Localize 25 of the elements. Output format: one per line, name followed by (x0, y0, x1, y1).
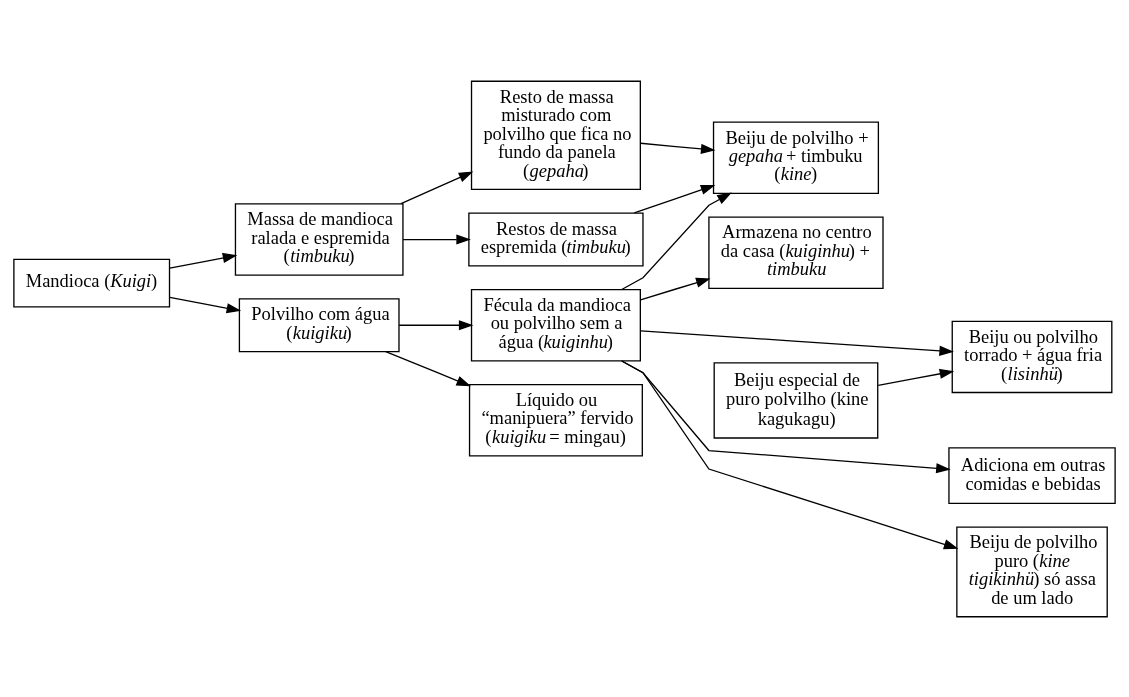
node-box: Polvilho com água (kuigiku) (238, 297, 400, 352)
arrow (621, 192, 732, 290)
arrow (169, 296, 242, 313)
arrow (398, 319, 474, 330)
arrow (169, 252, 238, 269)
arrow (877, 368, 955, 386)
arrow (639, 142, 716, 154)
node-box: Líquido ou “manipuera” fervido (kuigiku = mingau) (468, 383, 643, 456)
arrow (402, 233, 471, 245)
node-box: Beiju de polvilho puro (kine tigikinhü) só assa de um lado (956, 525, 1108, 617)
node-box: Mandioca (Kuigi) (13, 258, 171, 307)
arrow (640, 329, 954, 356)
node-box: Armazena no centro da casa (kuiginhu) + timbuku (708, 215, 884, 289)
node-box: Beiju de polvilho + gepaha + timbuku (kine) (712, 121, 880, 194)
node-box: Massa de mandioca ralada e espremida (timbuku) (234, 202, 404, 276)
node-box: Adiciona em outras comidas e bebidas (948, 446, 1116, 504)
arrow (633, 184, 716, 214)
node-box: Fécula da mandioca ou polvilho sem a água (kuiginhu) (470, 288, 641, 362)
arrow (385, 350, 471, 386)
arrow (400, 171, 474, 204)
node-box: Beiju ou polvilho torrado + água fria (lisinhü) (951, 320, 1113, 393)
arrow (639, 277, 711, 300)
node-box: Restos de massa espremida (timbuku) (468, 212, 644, 267)
node-box: Beiju especial de puro polvilho (kine kagukagu) (713, 361, 879, 439)
node-box: Resto de massa misturado com polvilho que fica no fundo da panela (gepaha) (470, 80, 641, 190)
